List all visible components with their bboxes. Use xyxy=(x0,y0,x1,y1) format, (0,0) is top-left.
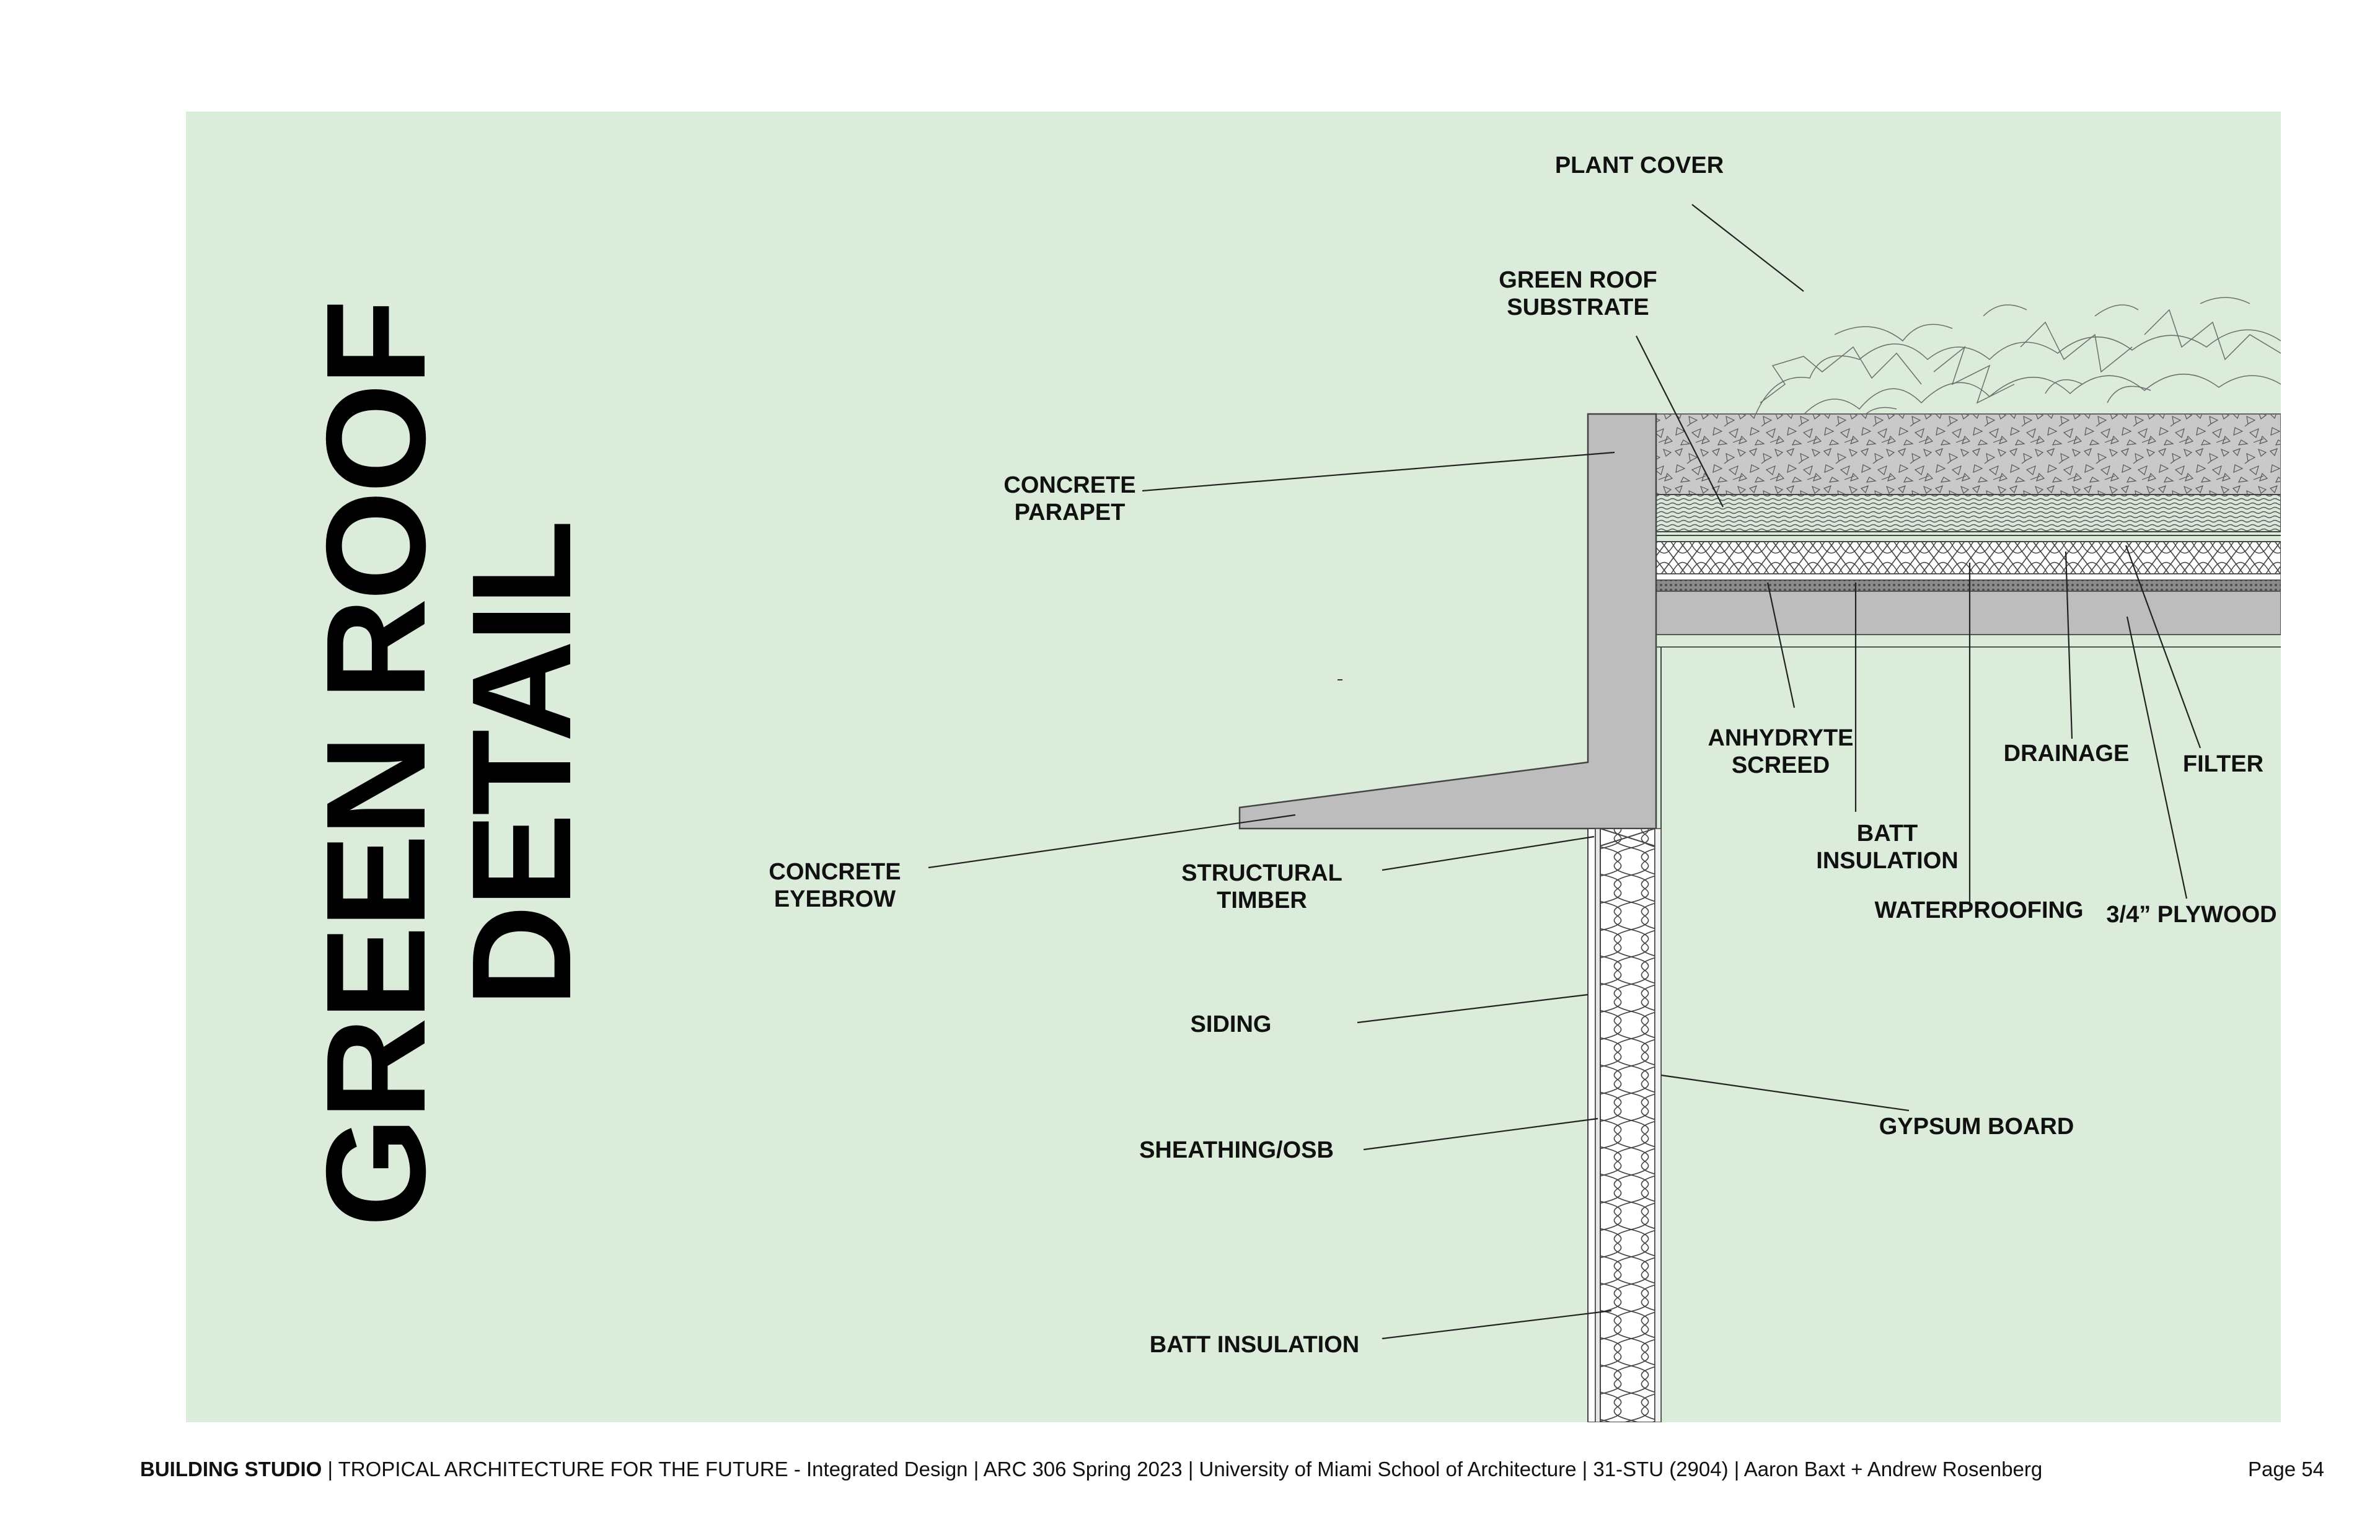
page-number: Page 54 xyxy=(2248,1458,2324,1481)
label-drainage: DRAINAGE xyxy=(2003,741,2130,767)
filter-layer xyxy=(1655,494,2281,532)
footer-details: | TROPICAL ARCHITECTURE FOR THE FUTURE -… xyxy=(322,1458,2043,1481)
green-roof-substrate-layer xyxy=(1655,413,2281,495)
footer-credits: BUILDING STUDIO | TROPICAL ARCHITECTURE … xyxy=(140,1458,2042,1481)
concrete-parapet xyxy=(1238,413,1657,830)
leader-lines xyxy=(928,204,2202,1340)
title-line-1: GREEN ROOF xyxy=(298,302,455,1227)
roof-deck xyxy=(1655,591,2281,635)
label-gypsum-board: GYPSUM BOARD xyxy=(1879,1114,2074,1140)
label-sheathing-osb: SHEATHING/OSB xyxy=(1139,1137,1334,1163)
wall-batt-insulation xyxy=(1600,828,1655,1422)
footer-studio: BUILDING STUDIO xyxy=(140,1458,322,1481)
gypsum-board-layer xyxy=(1654,828,1662,1422)
title-line-2: DETAIL xyxy=(443,522,601,1007)
screed-layer xyxy=(1655,579,2281,592)
label-filter: FILTER xyxy=(2182,751,2264,777)
section-drawing xyxy=(928,204,2281,1422)
drainage-layer xyxy=(1655,541,2281,574)
siding-layer xyxy=(1587,828,1596,1422)
label-waterproofing: WATERPROOFING xyxy=(1874,897,2084,923)
label-plywood: 3/4” PLYWOOD xyxy=(2106,902,2277,928)
label-wall-batt-insulation: BATT INSULATION xyxy=(1149,1332,1360,1358)
structural-timber-mark xyxy=(1600,828,1655,847)
label-plant-cover: PLANT COVER xyxy=(1554,152,1724,178)
page-title: GREEN ROOF DETAIL xyxy=(298,302,601,1227)
sheathing-layer xyxy=(1595,828,1601,1422)
label-siding: SIDING xyxy=(1190,1011,1272,1037)
